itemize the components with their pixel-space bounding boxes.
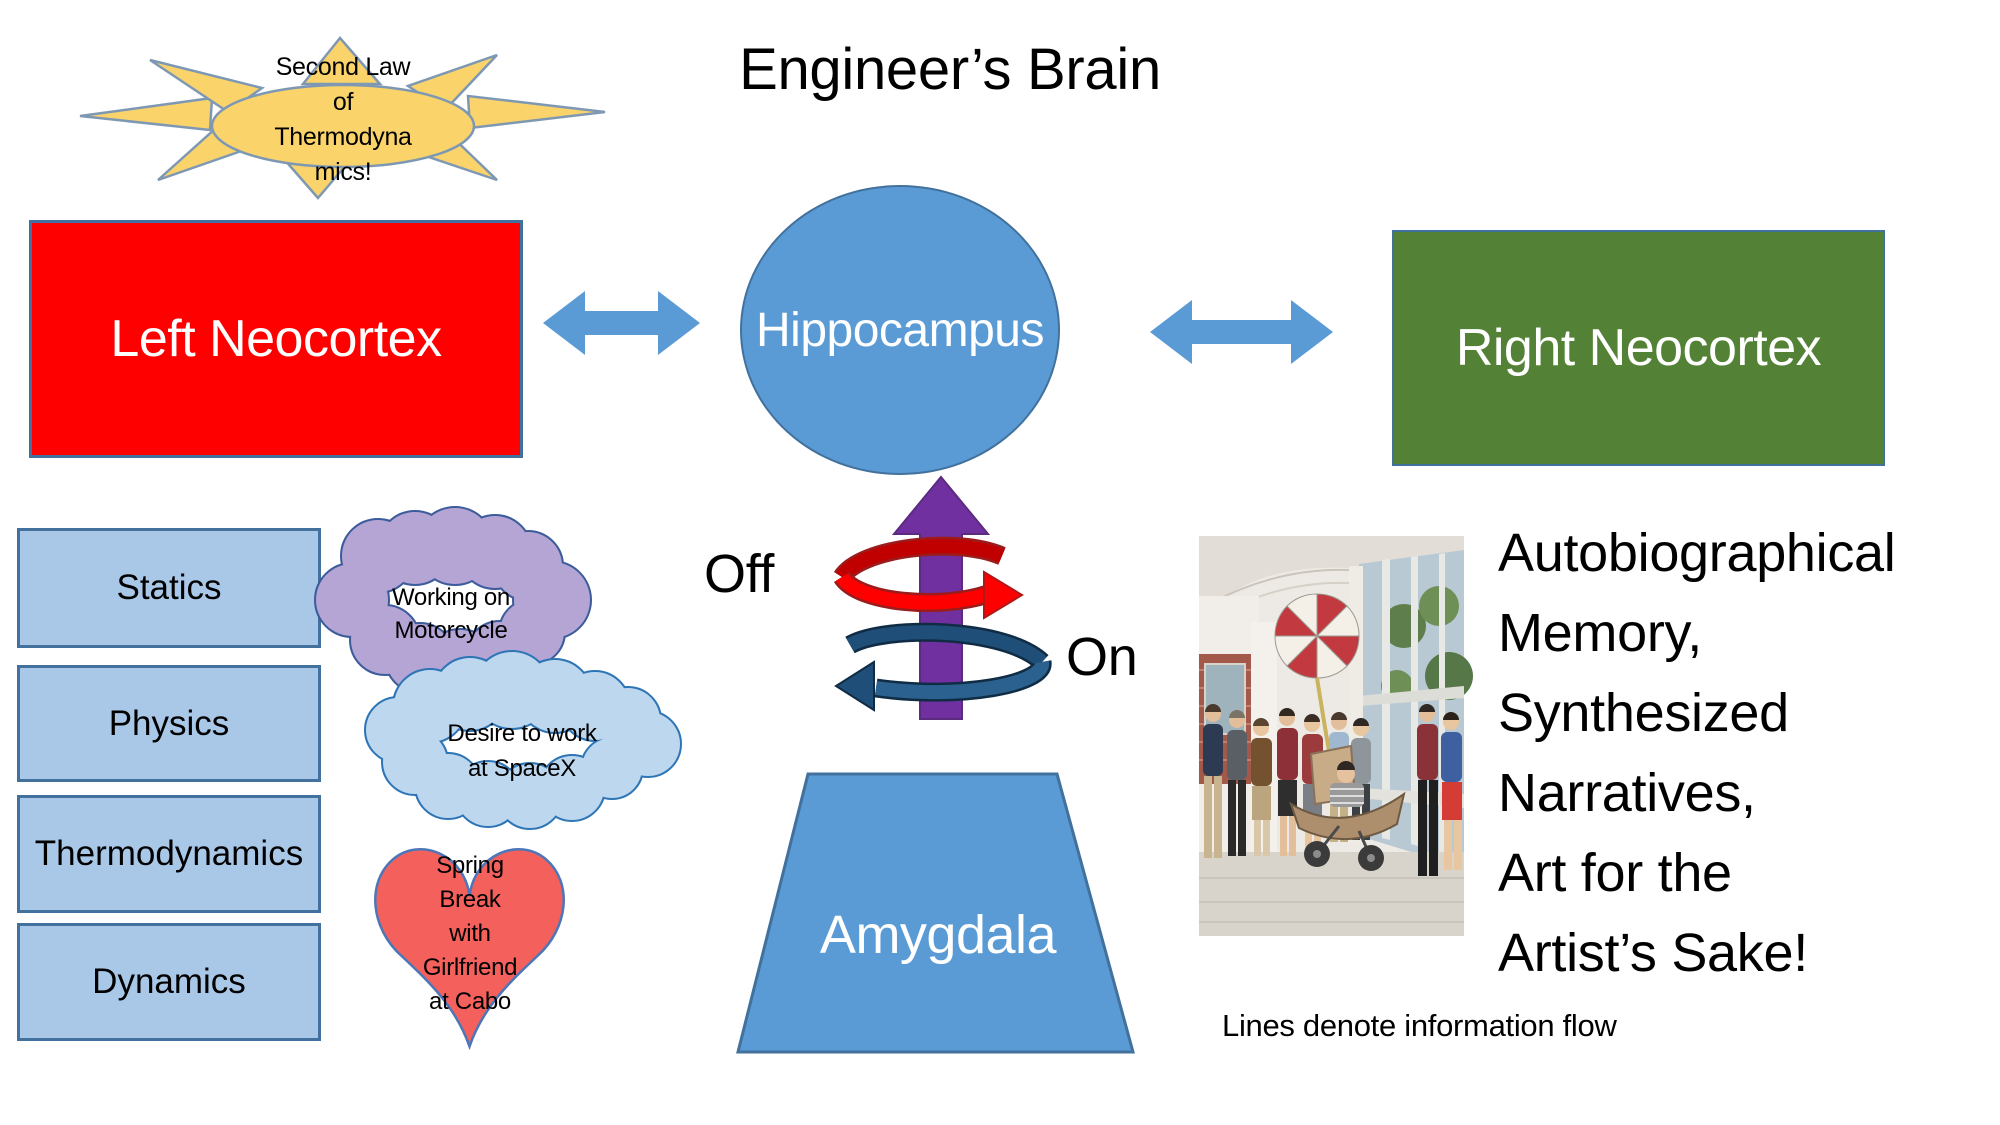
people-group xyxy=(1203,704,1462,876)
cloud-line: Desire to work xyxy=(447,720,597,747)
on-spiral-arrow-icon xyxy=(834,622,1052,712)
cloud-line: Motorcycle xyxy=(394,617,508,644)
right-notes-line: Artist’s Sake! xyxy=(1498,923,1808,983)
cloud-motorcycle-label: Working on Motorcycle xyxy=(330,581,572,647)
cloud-spacex-label: Desire to work at SpaceX xyxy=(391,716,653,786)
course-box-physics: Physics xyxy=(17,665,321,782)
right-notes-line: Memory, xyxy=(1498,603,1702,663)
course-label: Statics xyxy=(116,568,222,607)
sun-line: Second Law xyxy=(275,53,411,81)
left-neocortex-box xyxy=(29,220,523,458)
right-notes-line: Narratives, xyxy=(1498,763,1756,823)
course-label: Dynamics xyxy=(92,962,246,1001)
sun-burst-shape xyxy=(79,36,606,200)
photo-illustration xyxy=(1199,536,1473,936)
course-box-dynamics: Dynamics xyxy=(17,923,321,1041)
off-label: Off xyxy=(704,544,775,604)
course-label: Physics xyxy=(108,703,230,743)
sun-line: Thermodyna xyxy=(274,123,412,151)
amygdala-shape xyxy=(736,772,1135,1054)
right-notes-line: Art for the xyxy=(1498,843,1732,903)
sun-label: Second Law of Thermodyna mics! xyxy=(235,50,451,190)
cloud-line: at SpaceX xyxy=(467,755,577,782)
course-box-thermodynamics: Thermodynamics xyxy=(17,795,321,913)
course-label: Thermodynamics xyxy=(34,834,304,873)
heart-line: at Cabo xyxy=(429,988,511,1015)
heart-line: Girlfriend xyxy=(422,954,518,981)
right-neocortex-box xyxy=(1392,230,1885,466)
heart-line: Spring xyxy=(436,852,504,879)
right-notes: Autobiographical Memory, Synthesized Nar… xyxy=(1498,513,1978,993)
canoe-cart xyxy=(1289,744,1406,871)
heart-line: with xyxy=(449,920,491,947)
right-notes-line: Autobiographical xyxy=(1498,523,1896,583)
heart-shape xyxy=(375,849,563,1046)
left-double-arrow-icon xyxy=(543,291,700,355)
hippocampus-label: Hippocampus xyxy=(756,303,1044,357)
off-spiral-arrow-icon xyxy=(833,536,1024,620)
hippocampus-ellipse xyxy=(740,185,1060,475)
sun-line: mics! xyxy=(314,158,372,186)
heart-line: Break xyxy=(439,886,501,913)
sun-line: of xyxy=(332,88,354,116)
right-double-arrow-icon xyxy=(1150,300,1333,364)
heart-label: Spring Break with Girlfriend at Cabo xyxy=(380,849,560,1019)
right-notes-line: Synthesized xyxy=(1498,683,1789,743)
right-neocortex-label: Right Neocortex xyxy=(1455,319,1822,377)
amygdala-label: Amygdala xyxy=(819,905,1057,965)
cloud-line: Working on xyxy=(392,584,510,611)
page-title: Engineer’s Brain xyxy=(739,37,1161,102)
left-neocortex-label: Left Neocortex xyxy=(110,310,442,368)
on-label: On xyxy=(1066,627,1138,687)
caption: Lines denote information flow xyxy=(1222,1008,1617,1043)
